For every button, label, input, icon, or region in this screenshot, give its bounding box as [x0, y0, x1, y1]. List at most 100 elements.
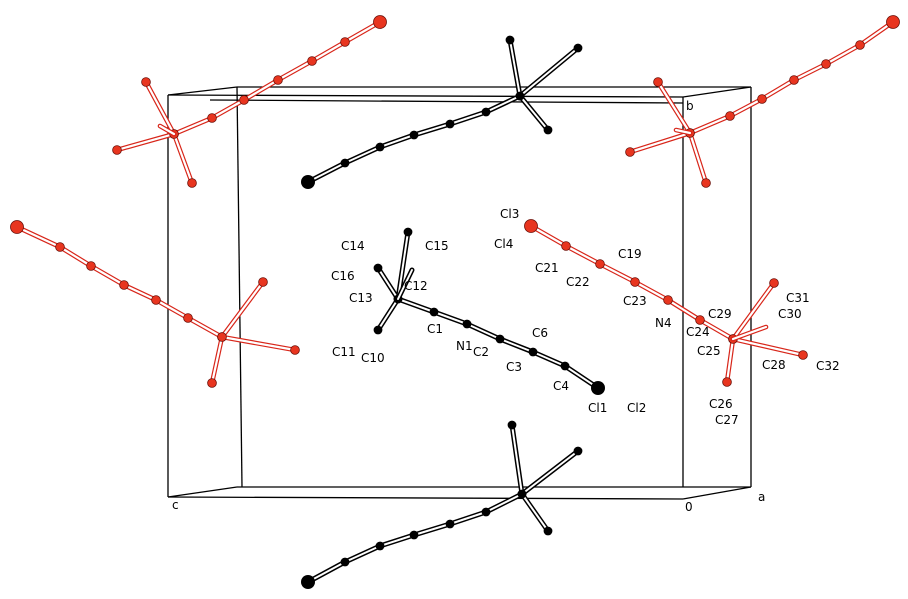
atom [701, 178, 711, 188]
atom [207, 378, 217, 388]
atom-label-cl1: Cl1 [588, 401, 607, 415]
bond-highlight [674, 128, 692, 135]
bond-highlight [220, 280, 265, 339]
atom [403, 227, 413, 237]
bond-highlight [220, 335, 297, 352]
atom [560, 361, 570, 371]
atom [886, 15, 900, 29]
bond-highlight [824, 43, 862, 66]
atom-label-c24: C24 [686, 325, 710, 339]
atom [798, 350, 808, 360]
atom-label-c22: C22 [566, 275, 590, 289]
atom [789, 75, 799, 85]
atom-label-c26: C26 [709, 397, 733, 411]
atom [301, 575, 315, 589]
bond-highlight [564, 244, 602, 266]
bond-highlight [186, 316, 224, 339]
bond-highlight [413, 523, 451, 536]
atom-label-n1: N1 [456, 339, 473, 353]
atom-label-cl3: Cl3 [500, 207, 519, 221]
bond-highlight [731, 325, 768, 341]
atom [591, 381, 605, 395]
bond-highlight [449, 511, 487, 525]
bond-highlight [698, 318, 735, 341]
bond-highlight [633, 280, 670, 302]
atom [821, 59, 831, 69]
atom [340, 557, 350, 567]
cell-edge [167, 486, 238, 498]
atom [340, 158, 350, 168]
atom [409, 530, 419, 540]
bond-highlight [725, 337, 735, 384]
bond-highlight [760, 78, 796, 101]
atom [517, 489, 527, 499]
bond-highlight [210, 335, 224, 385]
atom [481, 507, 491, 517]
bond-highlight [628, 131, 692, 154]
atom [55, 242, 65, 252]
atom-label-c15: C15 [425, 239, 449, 253]
bond-highlight [413, 123, 451, 136]
atom [507, 420, 517, 430]
atom-label-c3: C3 [506, 360, 522, 374]
atom-label-c14: C14 [341, 239, 365, 253]
atom [653, 77, 663, 87]
atom [528, 347, 538, 357]
atom [151, 295, 161, 305]
bond-highlight [158, 124, 176, 136]
bond-highlight [210, 98, 246, 120]
bond-highlight [485, 493, 523, 513]
atom [695, 315, 705, 325]
bond-highlight [310, 40, 347, 63]
bond-highlight [511, 424, 523, 495]
bond-highlight [521, 493, 549, 532]
bond-highlight [499, 338, 534, 353]
atom [722, 377, 732, 387]
atom [445, 119, 455, 129]
atom-label-c4: C4 [553, 379, 569, 393]
axis-label-c: c [172, 498, 179, 512]
atom [445, 519, 455, 529]
bond-highlight [521, 450, 579, 495]
bond-highlight [397, 231, 409, 300]
bond-highlight [792, 62, 828, 82]
atom [625, 147, 635, 157]
atom [375, 142, 385, 152]
bond-highlight [397, 298, 435, 313]
bond-highlight [122, 283, 158, 302]
atom-label-n4: N4 [655, 316, 672, 330]
atom-label-c32: C32 [816, 359, 840, 373]
bond-highlight [144, 80, 176, 136]
atom [524, 219, 538, 233]
atom [429, 307, 439, 317]
bond-highlight [688, 114, 732, 135]
bond-highlight [666, 298, 702, 322]
atom [462, 319, 472, 329]
atom [10, 220, 24, 234]
atom [573, 446, 583, 456]
atom [375, 541, 385, 551]
bond-highlight [89, 264, 126, 287]
atom [86, 261, 96, 271]
atom-label-c29: C29 [708, 307, 732, 321]
bond-highlight [377, 267, 399, 300]
atom [855, 40, 865, 50]
atom [481, 107, 491, 117]
atom [119, 280, 129, 290]
cell-edge [167, 496, 684, 500]
atom [409, 130, 419, 140]
bond-highlight [172, 116, 214, 136]
bond-highlight [731, 281, 776, 341]
bond-highlight [433, 311, 468, 325]
bond-highlight [519, 95, 549, 131]
atom-label-c19: C19 [618, 247, 642, 261]
atom [373, 263, 383, 273]
bond-highlight [728, 97, 764, 118]
atom-label-c2: C2 [473, 345, 489, 359]
atom [187, 178, 197, 188]
atom-label-c1: C1 [427, 322, 443, 336]
bond-highlight [172, 132, 194, 185]
atom [769, 278, 779, 288]
origin-label: 0 [685, 500, 693, 514]
